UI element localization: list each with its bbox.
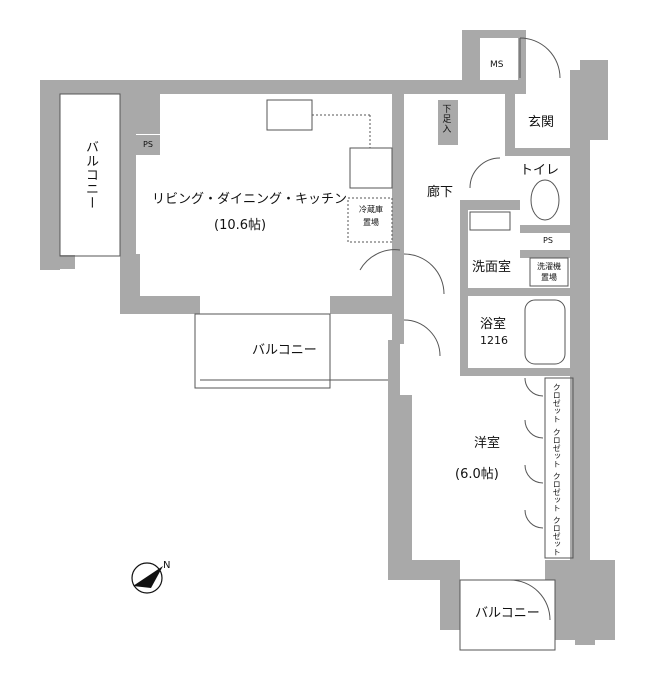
western-room-size: (6.0帖) bbox=[455, 467, 499, 482]
balcony-middle-label: バルコニー bbox=[252, 343, 317, 358]
entrance-name: 玄関 bbox=[528, 115, 555, 130]
fridge-label-1: 冷蔵庫 bbox=[359, 205, 383, 214]
toilet-name: トイレ bbox=[520, 163, 560, 178]
washer-label-2: 置場 bbox=[541, 273, 557, 282]
balcony-bottom-label: バルコニー bbox=[475, 606, 540, 621]
outlines bbox=[59, 37, 574, 651]
western-room-name: 洋室 bbox=[474, 436, 501, 451]
ps-ldk-label: PS bbox=[143, 140, 153, 149]
shoe-storage-label: 下足入 bbox=[440, 104, 451, 134]
fridge-label-2: 置場 bbox=[363, 218, 379, 227]
svg-text:N: N bbox=[163, 560, 170, 571]
bath-size: 1216 bbox=[480, 334, 508, 347]
ps-toilet-label: PS bbox=[543, 236, 553, 245]
closet-label-4: クロゼット bbox=[552, 516, 562, 556]
hallway-name: 廊下 bbox=[427, 185, 454, 200]
bath-name: 浴室 bbox=[480, 317, 507, 332]
washroom-name: 洗面室 bbox=[472, 260, 512, 275]
ldk-size: (10.6帖) bbox=[214, 218, 267, 233]
closet-label-2: クロゼット bbox=[552, 428, 562, 468]
walls bbox=[40, 30, 615, 645]
balcony-left-label: バルコニー bbox=[82, 140, 98, 210]
washer-label-1: 洗濯機 bbox=[537, 262, 561, 271]
ms-label: MS bbox=[490, 60, 504, 70]
closet-label-1: クロゼット bbox=[552, 383, 562, 423]
closet-label-3: クロゼット bbox=[552, 472, 562, 512]
north-arrow-icon: N bbox=[131, 560, 170, 594]
ldk-name: リビング・ダイニング・キッチン bbox=[152, 192, 348, 207]
